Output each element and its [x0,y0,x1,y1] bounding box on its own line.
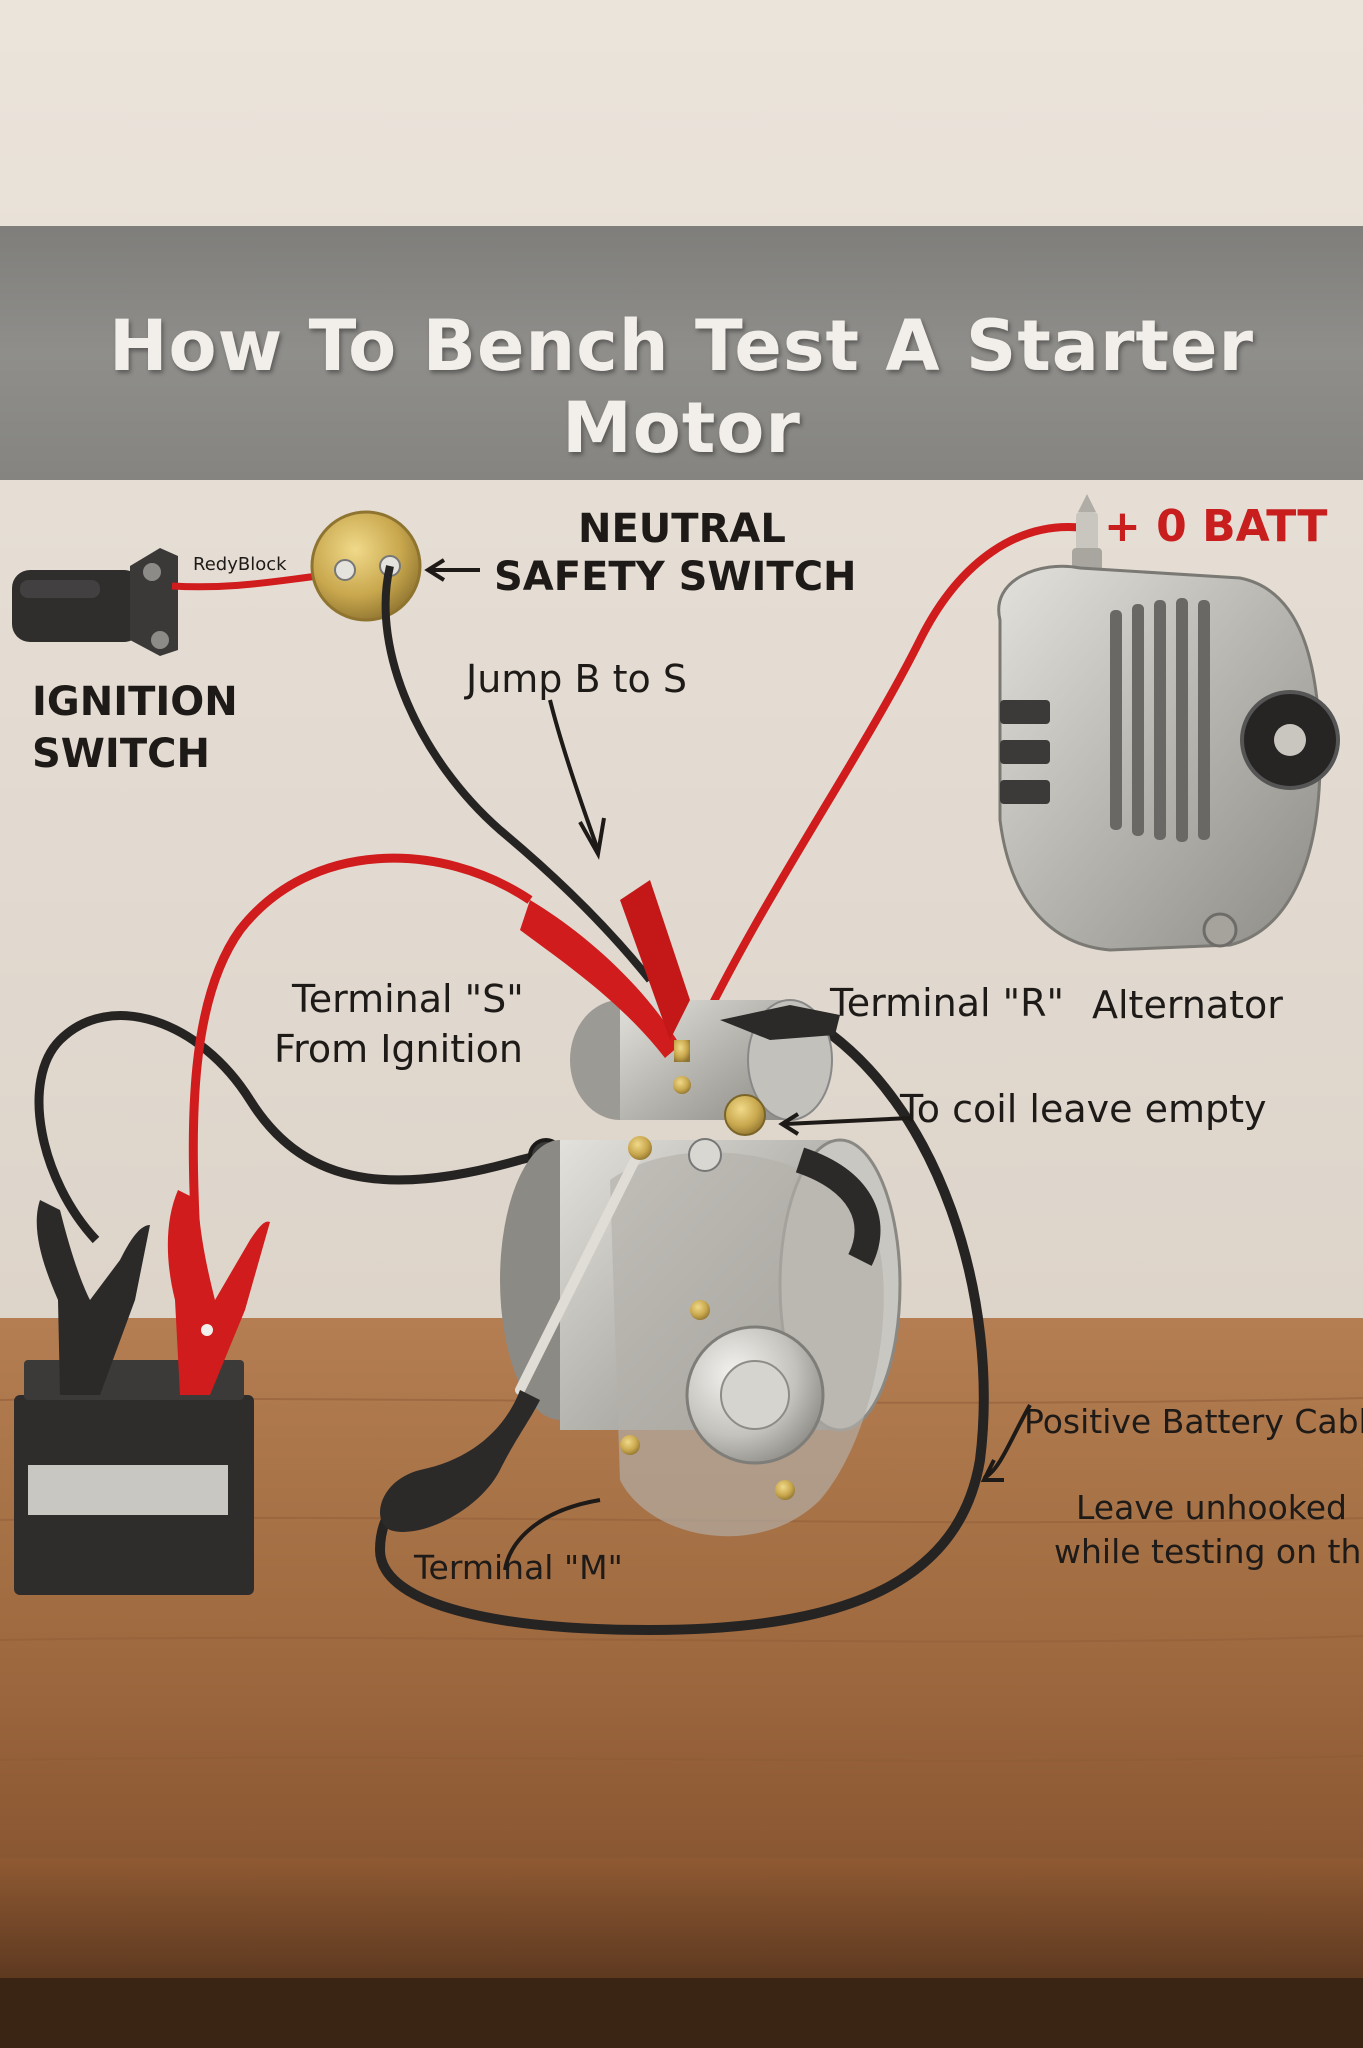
to-coil-label: To coil leave empty [900,1087,1267,1131]
neutral-safety-switch-label-line1: NEUTRAL [578,506,786,552]
ignition-switch-device [12,548,178,656]
neutral-safety-switch-device [310,510,422,622]
terminal-s-label-line1: Terminal "S" [292,977,524,1021]
leave-unhooked-label-line2: while testing on the [1054,1532,1363,1571]
jump-b-to-s-label: Jump B to S [466,657,688,701]
ignition-switch-label-line2: SWITCH [32,731,210,777]
redyblock-label: RedyBlock [193,554,287,575]
alternator-label: Alternator [1092,983,1283,1027]
wire-nss-to-solenoid [381,565,654,983]
terminal-s-label-line2: From Ignition [274,1027,523,1071]
wire-black-battery [34,1011,562,1244]
red-alligator-clip-solenoid [520,880,690,1062]
leave-unhooked-label-line1: Leave unhooked [1076,1488,1347,1527]
terminal-r-label: Terminal "R" [830,981,1065,1025]
positive-battery-cable-label: Positive Battery Cable [1024,1402,1363,1441]
batt-terminal-label: + 0 BATT [1104,501,1328,552]
ignition-switch-label-line1: IGNITION [32,679,238,725]
wire-batt-to-solenoid [686,523,1086,1052]
annotation-arrows [424,558,1032,1571]
alternator-device [997,564,1340,952]
page-title: How To Bench Test A Starter Motor [108,305,1255,469]
battery-device [14,1190,270,1595]
wire-red-battery [188,853,533,1241]
starter-motor-device [500,999,902,1537]
screwdriver-tool [380,1136,652,1532]
title-banner [0,226,1363,480]
positive-battery-cable [374,1015,989,1636]
neutral-safety-switch-label-line2: SAFETY SWITCH [494,554,857,600]
terminal-m-label: Terminal "M" [414,1548,623,1587]
